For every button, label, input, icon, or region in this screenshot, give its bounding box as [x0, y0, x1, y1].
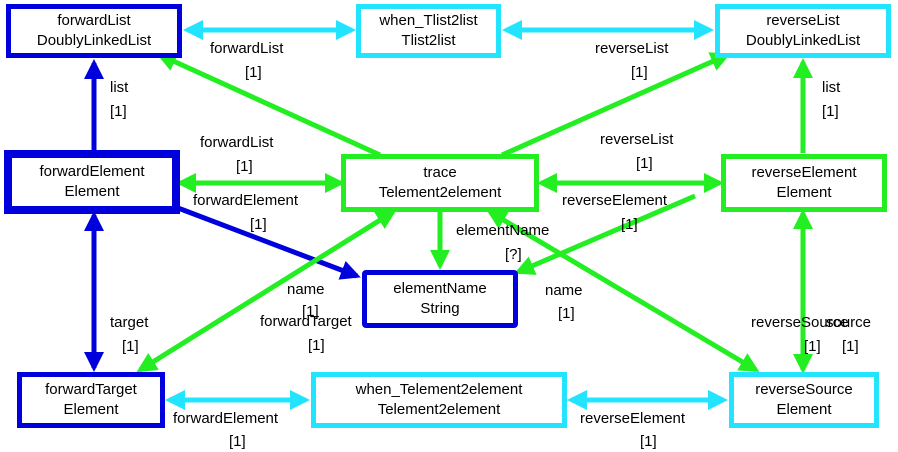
edge-label-re-reverse-element: reverseElement	[562, 192, 668, 209]
edge-label-re-reverse-element-mult: [1]	[621, 216, 638, 233]
node-forward-list-name: forwardList	[57, 12, 131, 29]
edge-label-fe-target-mult: [1]	[122, 338, 139, 355]
node-forward-element-type: Element	[64, 183, 120, 200]
node-when-telement2element-type: Telement2element	[377, 401, 501, 418]
edge-label-re-reverse-list: reverseList	[600, 131, 674, 148]
edge-label-re-name-mult: [1]	[558, 305, 575, 322]
edge-label-fe-name-mult: [1]	[302, 303, 319, 320]
edge-trace-reverselist	[500, 52, 731, 158]
edge-forwardelement-name	[177, 205, 361, 280]
node-forward-list[interactable]: forwardList DoublyLinkedList	[6, 4, 182, 58]
node-trace-name: trace	[423, 164, 457, 181]
edge-label-trace-reverse-source-mult: [1]	[804, 338, 821, 355]
edge-label-re-list-mult: [1]	[822, 103, 839, 120]
edge-label-re-source-mult: [1]	[842, 338, 859, 355]
node-forward-element[interactable]: forwardElement Element	[4, 150, 180, 214]
node-when-telement2element-name: when_Telement2element	[355, 381, 523, 398]
edge-label-re-name: name	[545, 282, 583, 299]
node-reverse-list-name: reverseList	[766, 12, 840, 29]
edge-label-fe-list-mult: [1]	[110, 103, 127, 120]
node-reverse-source-name: reverseSource	[755, 381, 853, 398]
node-forward-target[interactable]: forwardTarget Element	[17, 372, 165, 428]
node-trace[interactable]: trace Telement2element	[341, 154, 539, 212]
edge-label-fe-list: list	[110, 79, 129, 96]
node-when-telement2element[interactable]: when_Telement2element Telement2element	[311, 372, 567, 428]
node-element-name-type: String	[420, 300, 460, 317]
node-reverse-list-type: DoublyLinkedList	[745, 32, 861, 49]
edge-label-trace-element-name-mult: [?]	[505, 246, 522, 263]
node-trace-type: Telement2element	[378, 184, 502, 201]
edge-label-fe-forward-list: forwardList	[200, 134, 274, 151]
node-element-name[interactable]: elementName String	[362, 270, 518, 328]
node-reverse-source[interactable]: reverseSource Element	[729, 372, 879, 428]
edge-trace-forwardlist	[156, 52, 382, 158]
edge-label-trace-forward-list-mult: [1]	[245, 64, 262, 81]
node-when-tlist2list-name: when_Tlist2list	[379, 12, 478, 29]
node-forward-element-name: forwardElement	[39, 163, 145, 180]
edge-label-re-source: source	[826, 314, 872, 331]
node-element-name-name: elementName	[393, 280, 487, 297]
node-forward-list-type: DoublyLinkedList	[36, 32, 152, 49]
edge-label-re-reverse-list-mult: [1]	[636, 155, 653, 172]
edge-label-fe-target: target	[110, 314, 149, 331]
node-reverse-element[interactable]: reverseElement Element	[721, 154, 887, 212]
node-reverse-element-type: Element	[776, 184, 832, 201]
edge-label-fe-forward-list-mult: [1]	[236, 158, 253, 175]
node-reverse-list[interactable]: reverseList DoublyLinkedList	[715, 4, 891, 58]
edge-label-trace-forward-target-mult: [1]	[308, 337, 325, 354]
edge-label-fe-forward-element-mult: [1]	[250, 216, 267, 233]
edge-label-trace-reverse-list: reverseList	[595, 40, 669, 57]
edge-label-fe-forward-element: forwardElement	[193, 192, 299, 209]
node-reverse-source-type: Element	[776, 401, 832, 418]
edge-label-wte-reverse-element: reverseElement	[580, 410, 686, 427]
node-when-tlist2list[interactable]: when_Tlist2list Tlist2list	[356, 4, 501, 58]
edge-label-re-list: list	[822, 79, 841, 96]
node-reverse-element-name: reverseElement	[751, 164, 857, 181]
node-forward-target-type: Element	[63, 401, 119, 418]
node-when-tlist2list-type: Tlist2list	[401, 32, 456, 49]
edge-label-wte-forward-element: forwardElement	[173, 410, 279, 427]
edge-label-trace-reverse-list-mult: [1]	[631, 64, 648, 81]
edge-label-trace-forward-list: forwardList	[210, 40, 284, 57]
edge-label-trace-element-name: elementName	[456, 222, 550, 239]
edge-label-trace-reverse-source: reverseSource	[751, 314, 849, 331]
edge-label-wte-forward-element-mult: [1]	[229, 433, 246, 450]
edge-label-fe-name: name	[287, 281, 325, 298]
edge-trace-forwardtarget	[136, 209, 397, 373]
edge-label-wte-reverse-element-mult: [1]	[640, 433, 657, 450]
node-forward-target-name: forwardTarget	[45, 381, 137, 398]
edge-trace-reversesource	[486, 209, 760, 373]
edge-label-trace-forward-target: forwardTarget	[260, 313, 352, 330]
